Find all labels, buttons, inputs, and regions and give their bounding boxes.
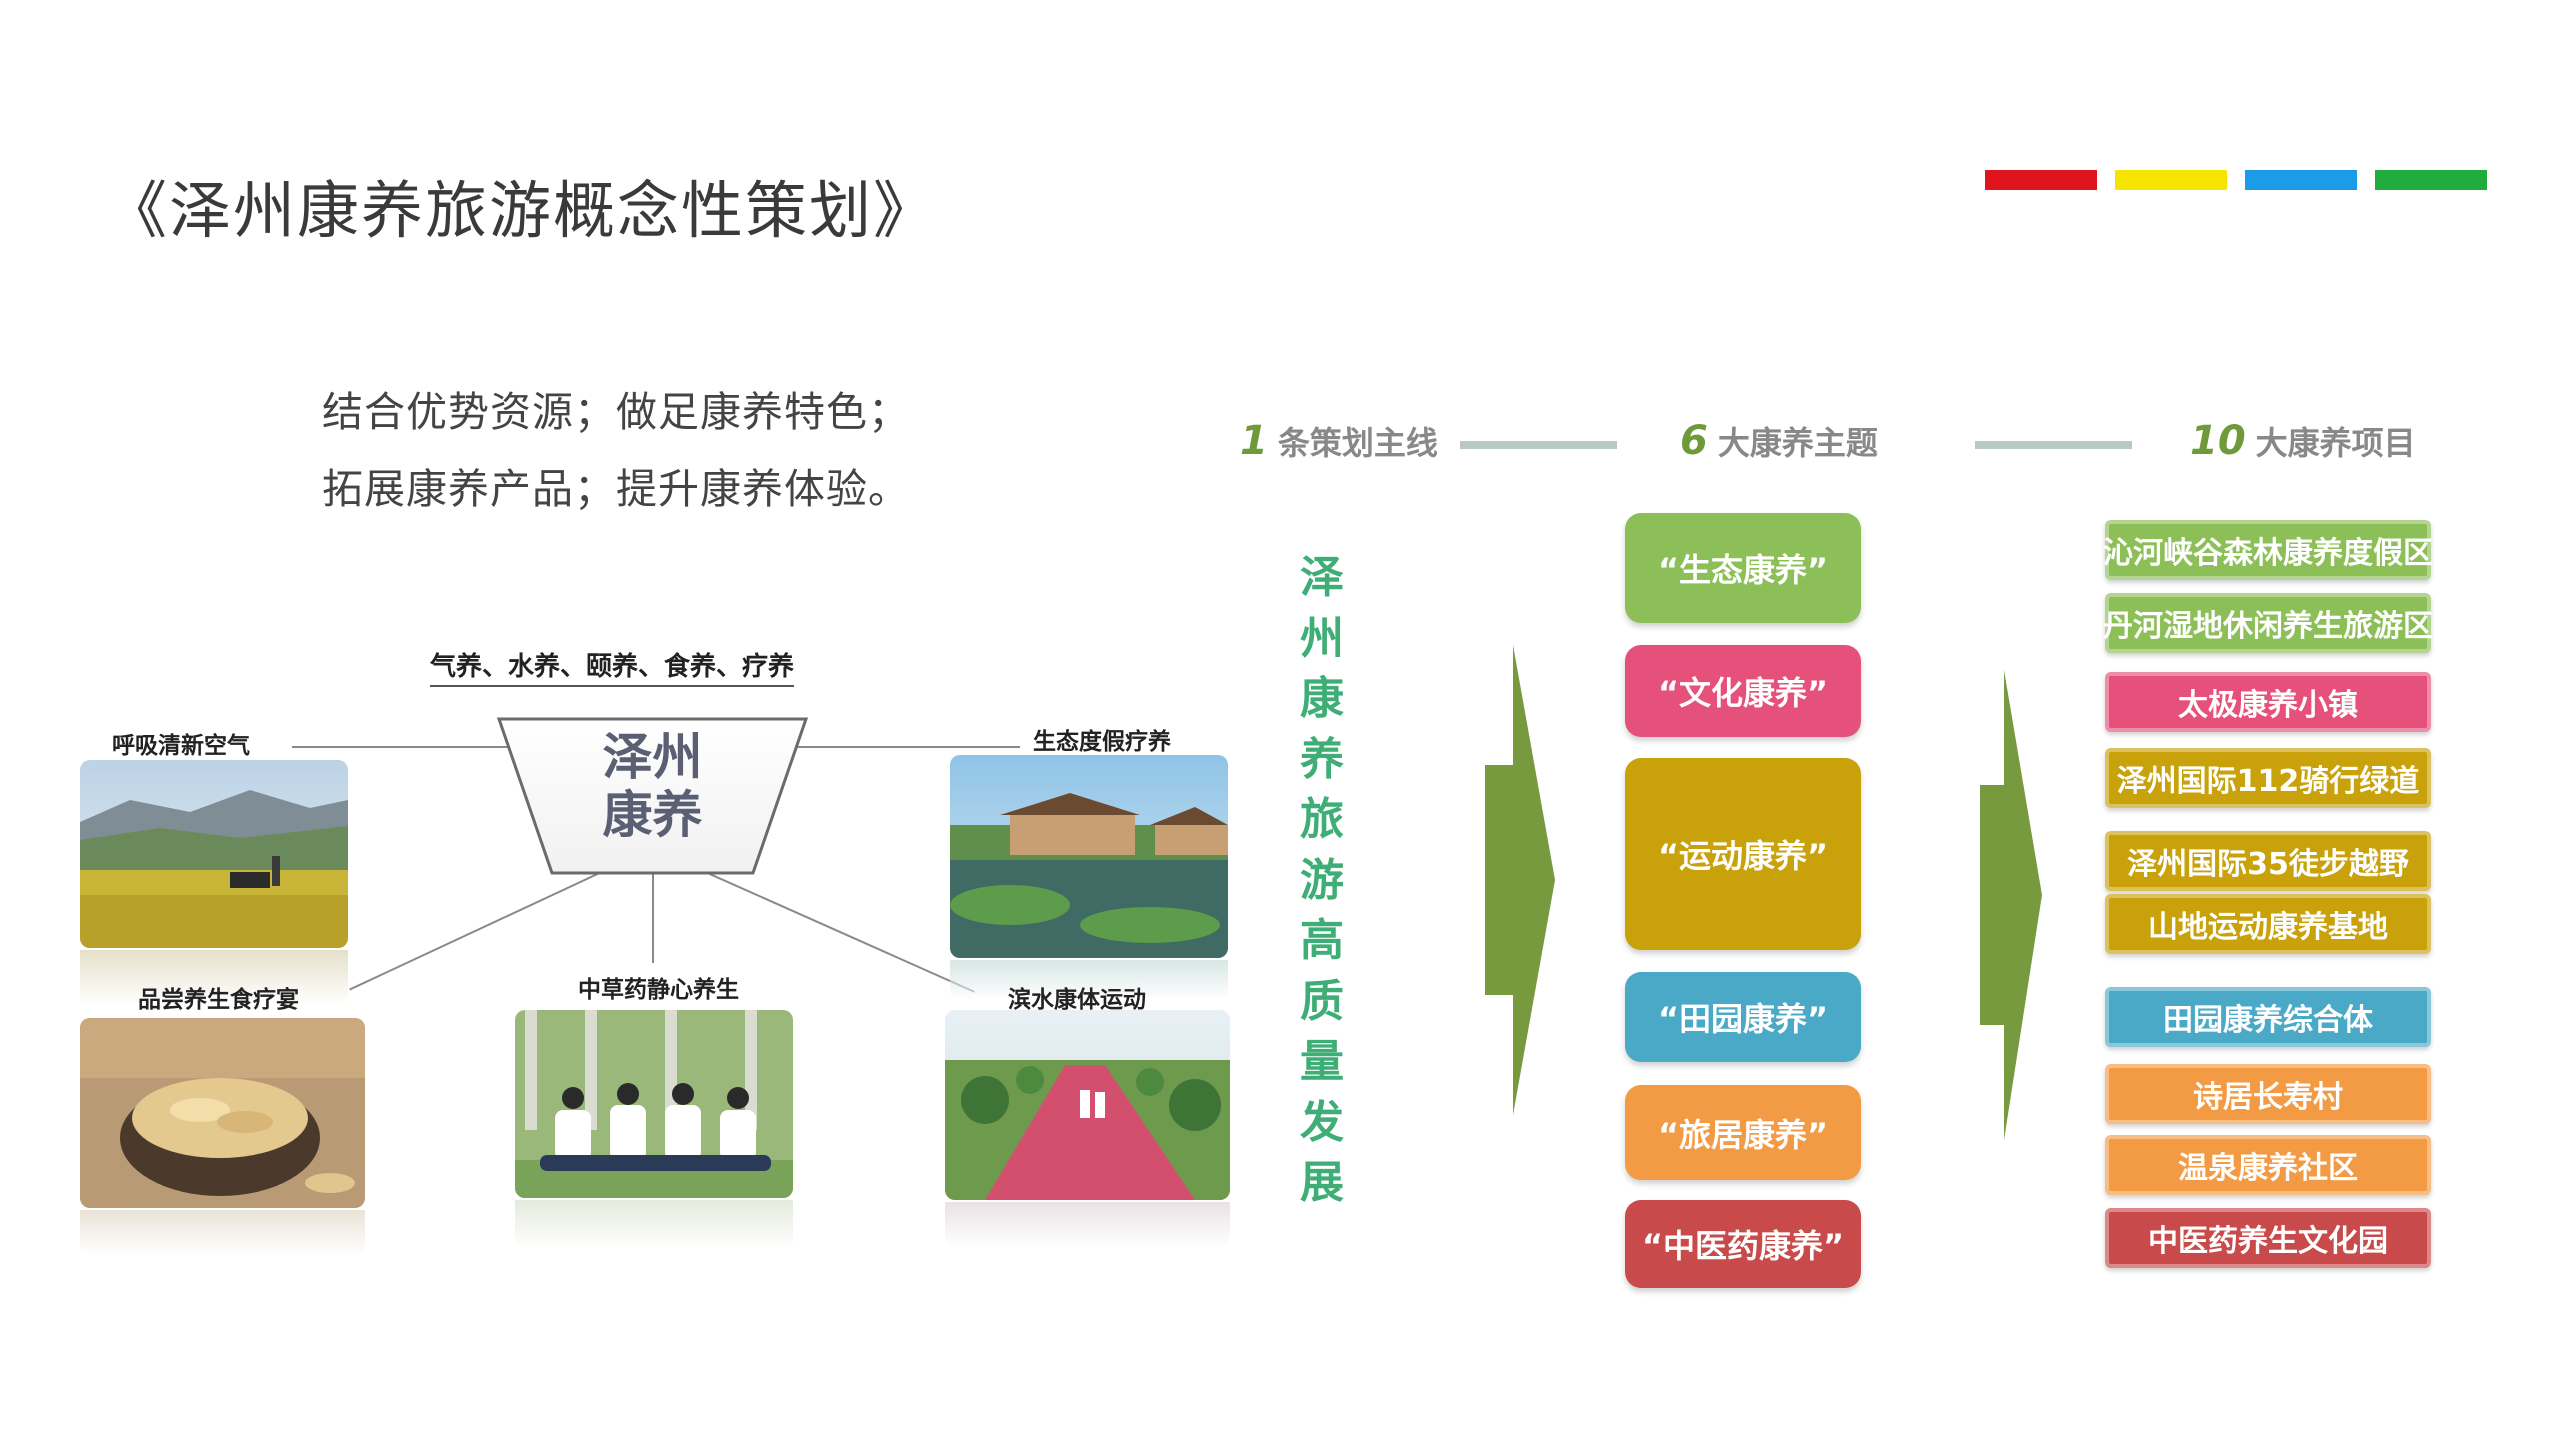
mindmap-item-label: 生态度假疗养 — [1033, 729, 1171, 755]
photo-reflection — [80, 950, 348, 1005]
project-box: 山地运动康养基地 — [2105, 894, 2431, 954]
connector-line — [709, 873, 975, 993]
mindmap-item-label: 呼吸清新空气 — [112, 733, 250, 759]
project-label: 太极康养小镇 — [2178, 688, 2358, 723]
project-box: 田园康养综合体 — [2105, 987, 2431, 1047]
center-line-1: 泽州 — [602, 727, 703, 786]
main-line-char: 养 — [1300, 733, 1344, 785]
column-number: 1 — [1240, 418, 1268, 464]
project-label: 泽州国际35徒步越野 — [2127, 847, 2409, 882]
mindmap-item-label: 品尝养生食疗宴 — [138, 987, 299, 1013]
column-number: 6 — [1680, 418, 1708, 464]
project-box: 泽州国际35徒步越野 — [2105, 831, 2431, 891]
main-line-char: 康 — [1300, 673, 1344, 724]
theme-label: “文化康养” — [1657, 674, 1829, 712]
accent-bar-red — [1985, 170, 2097, 190]
theme-label: “田园康养” — [1657, 1000, 1829, 1038]
project-box: 温泉康养社区 — [2105, 1135, 2431, 1195]
mindmap-item-label: 中草药静心养生 — [578, 977, 739, 1003]
connector-line — [292, 746, 510, 748]
accent-bar-blue — [2245, 170, 2357, 190]
page-title: 《泽州康养旅游概念性策划》 — [105, 174, 938, 247]
project-label: 泽州国际112骑行绿道 — [2116, 764, 2420, 799]
lakeside-resort-photo — [950, 755, 1228, 958]
project-box: 泽州国际112骑行绿道 — [2105, 748, 2431, 808]
project-box: 丹河湿地休闲养生旅游区 — [2103, 593, 2433, 653]
main-line-char: 展 — [1300, 1157, 1344, 1208]
theme-label: “运动康养” — [1657, 837, 1829, 875]
center-line-2: 康养 — [602, 785, 703, 844]
theme-box: “生态康养” — [1625, 513, 1861, 623]
main-line-char: 游 — [1300, 854, 1344, 906]
intro-line-1: 结合优势资源；做足康养特色； — [322, 388, 910, 436]
column-divider — [1975, 441, 2132, 449]
intro-line-2: 拓展康养产品；提升康养体验。 — [322, 465, 910, 513]
photo-reflection — [945, 1202, 1230, 1247]
mindmap-item-label: 滨水康体运动 — [1008, 987, 1146, 1013]
photo-reflection — [950, 960, 1228, 1000]
walking-path-photo — [945, 1010, 1230, 1200]
meditation-group-photo — [515, 1010, 793, 1198]
project-label: 诗居长寿村 — [2193, 1080, 2343, 1115]
theme-label: “生态康养” — [1657, 551, 1829, 589]
accent-bar-yellow — [2115, 170, 2227, 190]
project-box: 太极康养小镇 — [2105, 672, 2431, 732]
column-label: 大康养主题 — [1717, 424, 1878, 462]
photo-reflection — [515, 1200, 793, 1250]
main-line-char: 州 — [1300, 612, 1344, 664]
connector-line — [349, 871, 602, 991]
project-label: 中医药养生文化园 — [2148, 1224, 2388, 1259]
theme-label: “中医药康养” — [1641, 1227, 1845, 1265]
project-label: 温泉康养社区 — [2178, 1151, 2358, 1186]
rice-field-photo — [80, 760, 348, 948]
main-line-char: 质 — [1300, 975, 1344, 1027]
theme-box: “运动康养” — [1625, 758, 1861, 950]
main-line-char: 高 — [1300, 915, 1344, 966]
flow-arrow-icon — [1485, 645, 1555, 1115]
main-line-char: 量 — [1300, 1036, 1344, 1087]
project-label: 沁河峡谷森林康养度假区 — [2103, 536, 2433, 571]
connector-line — [790, 746, 1020, 748]
main-line-char: 发 — [1300, 1096, 1344, 1148]
mindmap-top-label: 气养、水养、颐养、食养、疗养 — [430, 646, 795, 687]
theme-box: “田园康养” — [1625, 972, 1861, 1062]
project-label: 山地运动康养基地 — [2148, 910, 2388, 945]
theme-label: “旅居康养” — [1657, 1115, 1829, 1154]
theme-box: “文化康养” — [1625, 645, 1861, 737]
project-box: 沁河峡谷森林康养度假区 — [2103, 520, 2433, 580]
herbal-slices-bowl-photo — [80, 1018, 365, 1208]
main-line-char: 泽 — [1300, 552, 1344, 603]
project-box: 诗居长寿村 — [2105, 1064, 2431, 1124]
column-label: 条策划主线 — [1277, 424, 1438, 462]
theme-box: “旅居康养” — [1625, 1085, 1861, 1180]
accent-bar-green — [2375, 170, 2487, 190]
column-number: 10 — [2190, 418, 2246, 464]
flow-arrow-icon — [1980, 670, 2042, 1140]
mindmap-center-shape — [496, 717, 809, 875]
photo-reflection — [80, 1210, 365, 1255]
mindmap-center-text: 泽州 康养 — [560, 728, 745, 844]
main-line-vertical-title: 泽 州 康 养 旅 游 高 质 量 发 展 — [1300, 548, 1344, 1214]
theme-box: “中医药康养” — [1625, 1200, 1861, 1288]
column-divider — [1460, 441, 1617, 449]
main-line-char: 旅 — [1300, 794, 1344, 845]
project-label: 丹河湿地休闲养生旅游区 — [2103, 609, 2433, 644]
column-label: 大康养项目 — [2255, 424, 2416, 462]
project-box: 中医药养生文化园 — [2105, 1208, 2431, 1268]
project-label: 田园康养综合体 — [2163, 1003, 2373, 1038]
connector-line — [652, 873, 654, 963]
